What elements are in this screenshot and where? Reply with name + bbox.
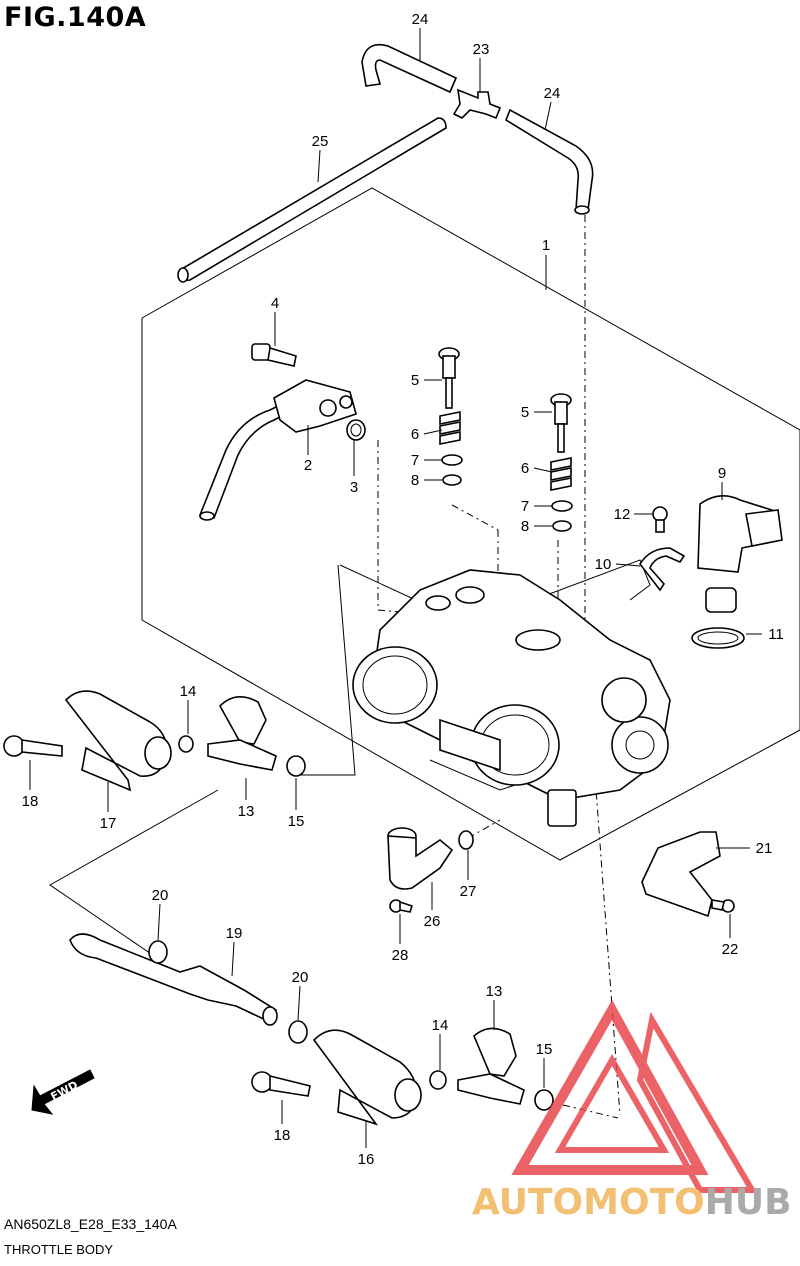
hose-24-left — [361, 43, 458, 94]
label-21: 21 — [756, 840, 773, 857]
figure-code: AN650ZL8_E28_E33_140A — [4, 1216, 177, 1232]
o-ring-11 — [691, 627, 745, 649]
svg-text:AUTOMOTOHUB: AUTOMOTOHUB — [472, 1182, 792, 1223]
label-24-right: 24 — [544, 85, 561, 102]
label-14-upper: 14 — [180, 683, 197, 700]
label-20-upper: 20 — [152, 887, 169, 904]
label-17: 17 — [100, 815, 117, 832]
label-5-left: 5 — [411, 372, 419, 389]
label-11: 11 — [768, 626, 784, 643]
screw-22 — [711, 899, 735, 913]
link-line-upper — [300, 564, 356, 776]
label-20-lower: 20 — [292, 969, 309, 986]
fwd-arrow: FWD — [31, 1069, 95, 1115]
label-14-lower: 14 — [432, 1017, 449, 1034]
label-12: 12 — [614, 506, 631, 523]
label-13-upper: 13 — [238, 803, 255, 820]
label-28: 28 — [392, 947, 409, 964]
label-15-upper: 15 — [288, 813, 305, 830]
label-7-right: 7 — [521, 498, 529, 515]
washer-14-upper — [178, 735, 194, 753]
label-25: 25 — [312, 133, 329, 150]
screw-28 — [389, 899, 414, 913]
o-ring-3 — [346, 419, 366, 441]
fwd-label: FWD — [49, 1078, 81, 1103]
label-8-right: 8 — [521, 518, 529, 535]
label-7-left: 7 — [411, 452, 419, 469]
hose-24-right — [505, 108, 594, 215]
label-3: 3 — [350, 479, 358, 496]
label-13-lower: 13 — [486, 983, 503, 1000]
label-22: 22 — [722, 941, 739, 958]
figure-title: FIG.140A — [4, 2, 147, 33]
sensor-9 — [697, 495, 783, 613]
screw-stack-right — [550, 393, 573, 532]
assembly-outline — [141, 187, 800, 861]
clip-10 — [639, 547, 686, 592]
bolt-18-lower — [251, 1071, 311, 1097]
watermark-logo: AUTOMOTOHUB — [472, 999, 792, 1223]
label-26: 26 — [424, 913, 441, 930]
injector-13-upper — [207, 696, 277, 771]
washer-15-lower — [534, 1089, 554, 1111]
label-16: 16 — [358, 1151, 375, 1168]
label-2: 2 — [304, 457, 312, 474]
washer-15-upper — [286, 755, 306, 777]
injector-16 — [312, 1029, 422, 1126]
label-9: 9 — [718, 465, 726, 482]
tee-joint-23 — [452, 88, 502, 120]
label-24-upper: 24 — [412, 11, 429, 28]
bracket-21 — [641, 831, 721, 918]
label-18-upper: 18 — [22, 793, 39, 810]
label-6-right: 6 — [521, 460, 529, 477]
throttle-body — [352, 569, 671, 827]
bolt-4 — [251, 343, 297, 367]
injector-17 — [64, 690, 172, 792]
hose-25 — [177, 117, 447, 283]
label-18-lower: 18 — [274, 1127, 291, 1144]
washer-14-lower — [429, 1070, 447, 1090]
label-23: 23 — [473, 41, 490, 58]
injector-13-lower — [457, 1027, 525, 1105]
part-labels: 24 23 24 25 1 4 5 5 6 6 7 7 8 8 2 3 9 12… — [22, 11, 784, 1168]
watermark-text-automoto: AUTOMOTO — [472, 1182, 705, 1223]
label-8-left: 8 — [411, 472, 419, 489]
sensor-2 — [198, 379, 357, 521]
fuel-pipe-19 — [69, 933, 278, 1026]
leader-lines — [29, 28, 762, 1148]
watermark-text-hub: HUB — [705, 1182, 792, 1223]
o-ring-20-lower — [288, 1020, 308, 1044]
figure-caption: THROTTLE BODY — [4, 1242, 114, 1257]
o-ring-20-upper — [148, 940, 168, 964]
fitting-26 — [387, 827, 454, 890]
link-line-lower — [49, 789, 219, 961]
label-15-lower: 15 — [536, 1041, 553, 1058]
bolt-18-upper — [3, 735, 63, 757]
label-27: 27 — [460, 883, 477, 900]
label-4: 4 — [271, 295, 279, 312]
label-6-left: 6 — [411, 426, 419, 443]
label-10: 10 — [595, 556, 612, 573]
label-19: 19 — [226, 925, 243, 942]
screw-12 — [652, 506, 668, 533]
screw-stack-left — [438, 347, 463, 486]
o-ring-27 — [458, 830, 474, 850]
label-5-right: 5 — [521, 404, 529, 421]
label-1: 1 — [542, 237, 550, 254]
